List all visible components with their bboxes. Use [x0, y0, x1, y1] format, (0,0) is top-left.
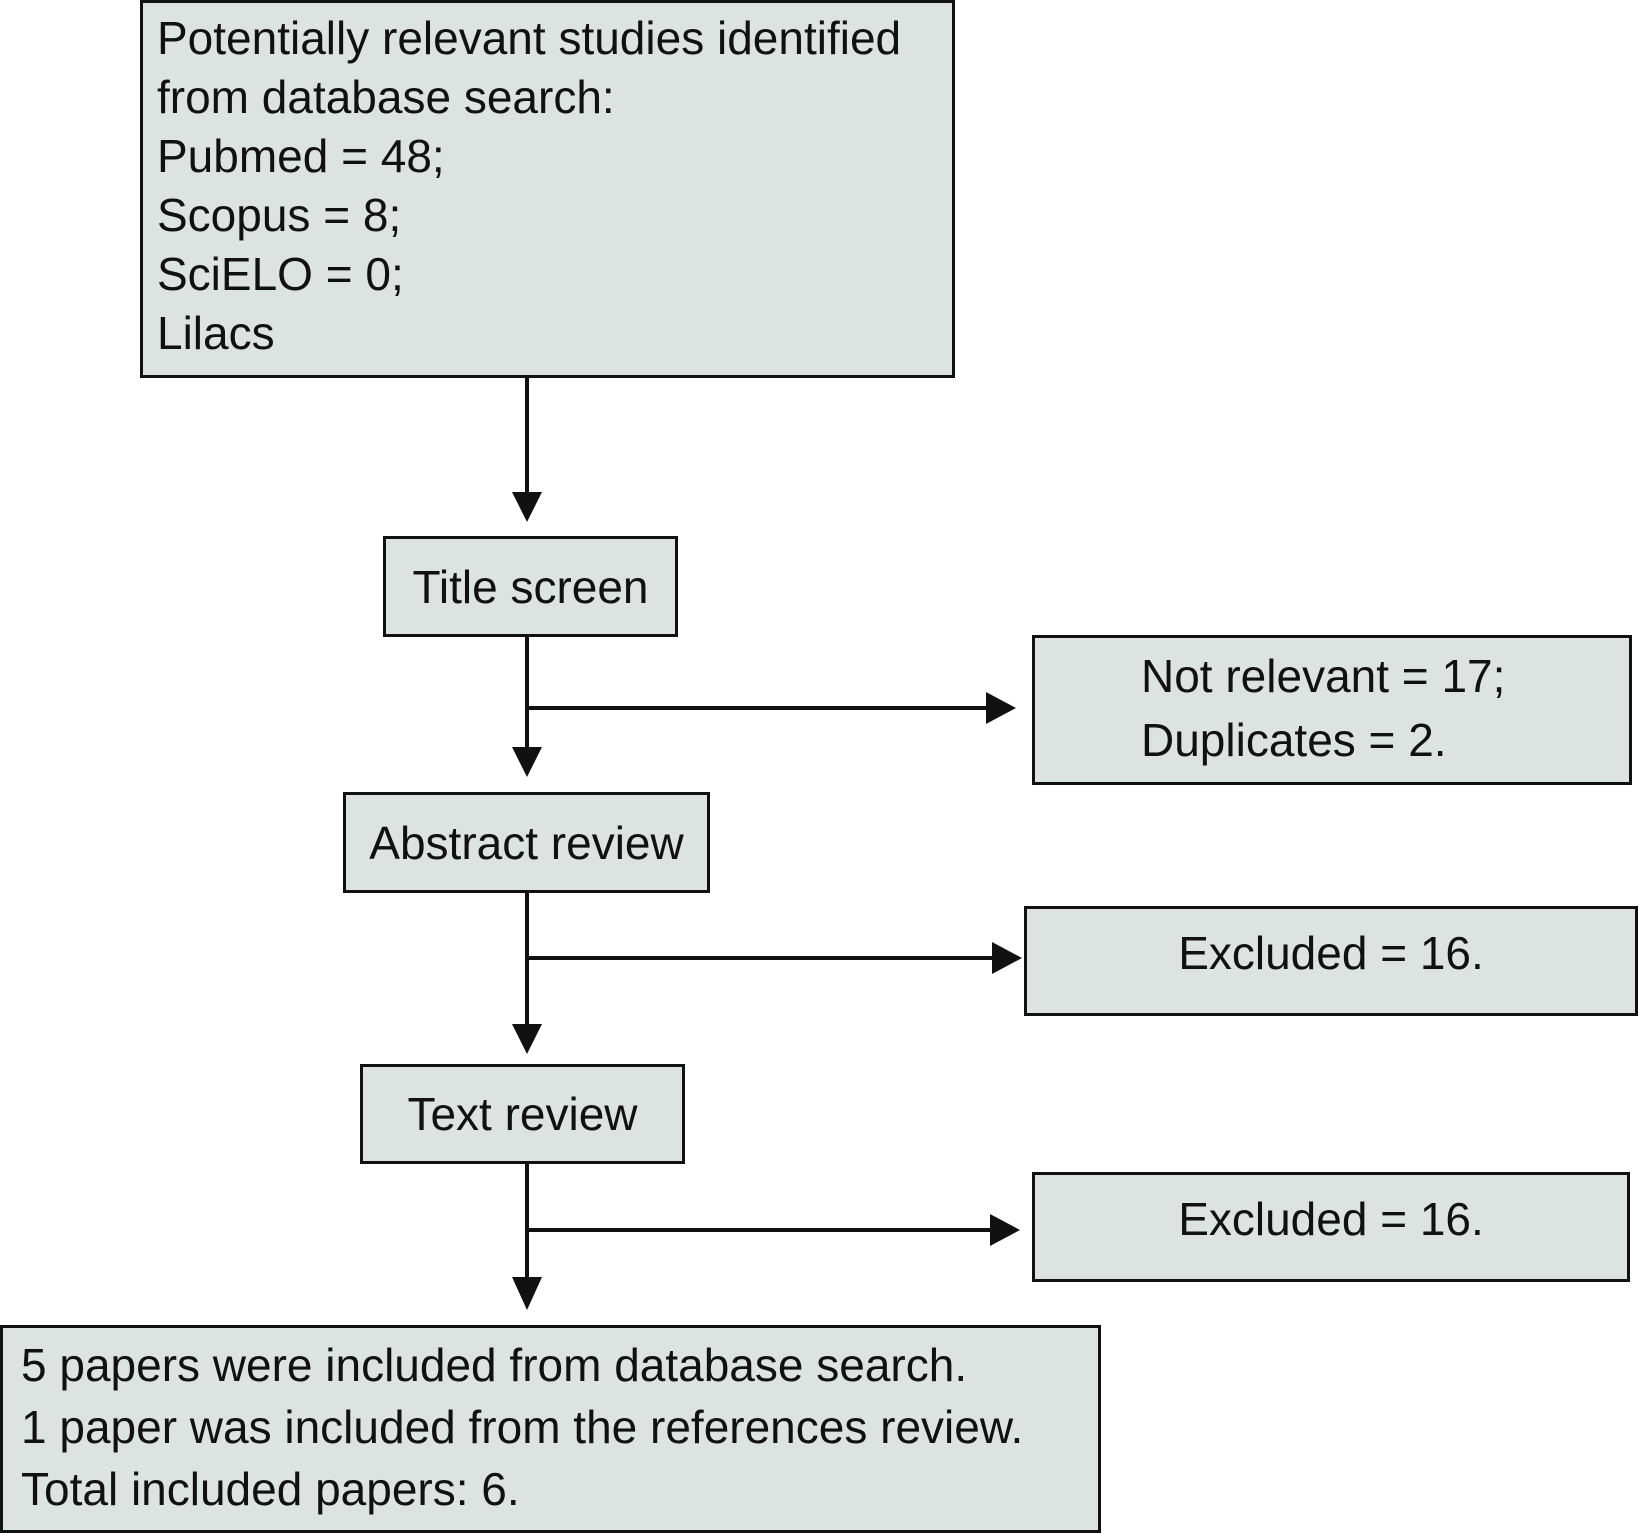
included-papers-box: 5 papers were included from database sea… — [0, 1325, 1101, 1533]
identified-pubmed-count: Pubmed = 48; — [157, 130, 445, 182]
arrowhead-to-abstract-exclusions — [992, 942, 1022, 974]
text-review-label: Text review — [407, 1088, 638, 1140]
identified-scopus-count: Scopus = 8; — [157, 189, 402, 241]
abstract-exclusions-box: Excluded = 16. — [1024, 906, 1638, 1016]
identified-studies-box: Potentially relevant studies identified … — [140, 0, 955, 378]
abstract-review-box: Abstract review — [343, 792, 710, 893]
included-references-line: 1 paper was included from the references… — [21, 1401, 1024, 1453]
text-excluded-count: Excluded = 16. — [1178, 1193, 1484, 1245]
duplicates-count: Duplicates = 2. — [1141, 714, 1447, 766]
title-screen-exclusions-box: Not relevant = 17; Duplicates = 2. — [1032, 635, 1632, 785]
arrowhead-to-abstract — [512, 747, 542, 777]
included-database-line: 5 papers were included from database sea… — [21, 1339, 968, 1391]
arrowhead-to-title-exclusions — [986, 692, 1016, 724]
abstract-excluded-count: Excluded = 16. — [1178, 927, 1484, 979]
identified-line-1: Potentially relevant studies identified — [157, 12, 902, 64]
arrowhead-to-text-exclusions — [990, 1214, 1020, 1246]
title-screen-box: Title screen — [383, 536, 678, 637]
included-total-line: Total included papers: 6. — [21, 1463, 520, 1515]
arrowhead-to-included — [512, 1277, 542, 1310]
not-relevant-count: Not relevant = 17; — [1141, 650, 1506, 702]
title-screen-label: Title screen — [412, 560, 649, 613]
text-exclusions-box: Excluded = 16. — [1032, 1172, 1630, 1282]
identified-line-2: from database search: — [157, 71, 615, 123]
arrowhead-to-title — [512, 492, 542, 522]
text-review-box: Text review — [360, 1064, 685, 1164]
identified-lilacs: Lilacs — [157, 307, 275, 359]
abstract-review-label: Abstract review — [369, 816, 684, 869]
arrowhead-to-text — [512, 1024, 542, 1054]
identified-scielo-count: SciELO = 0; — [157, 248, 404, 300]
